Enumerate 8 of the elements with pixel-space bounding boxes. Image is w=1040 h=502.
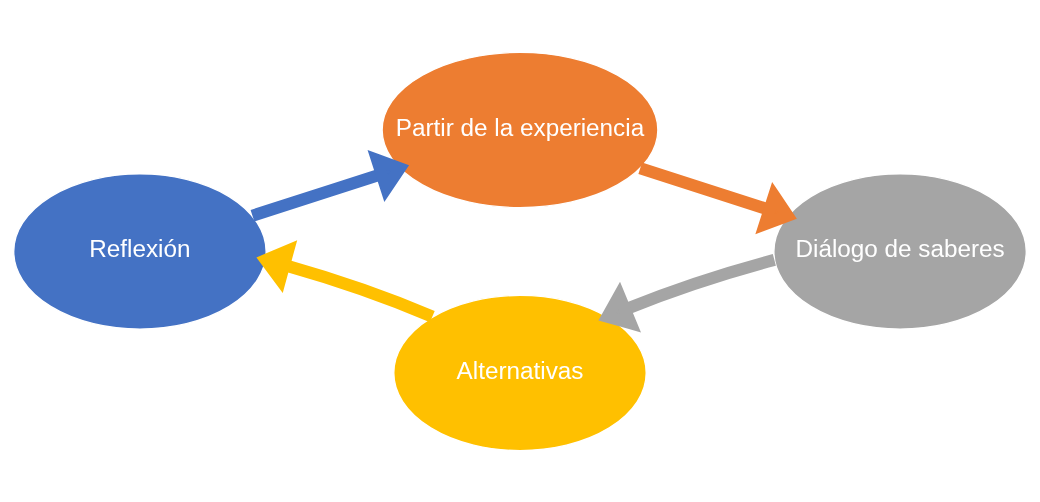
- node-ellipse: Partir de la experiencia: [381, 51, 659, 208]
- arrow: [638, 162, 797, 234]
- node-ellipse: Diálogo de saberes: [773, 172, 1027, 330]
- node-ellipse: Alternativas: [393, 294, 647, 451]
- arrow: [598, 253, 776, 332]
- arrow: [250, 149, 410, 221]
- arrow: [256, 239, 435, 322]
- node-ellipse: Reflexión: [13, 172, 267, 330]
